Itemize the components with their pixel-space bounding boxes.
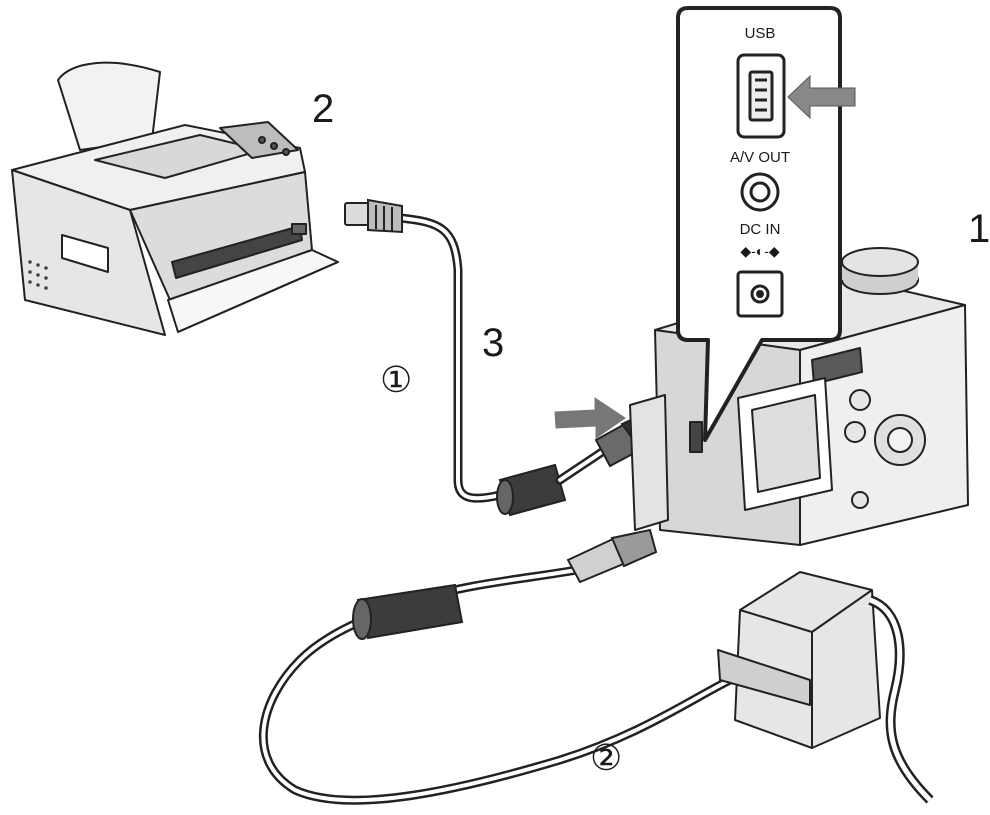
polarity-symbol: ◆-◐-◆ — [740, 243, 780, 259]
ac-adapter-cord — [258, 528, 934, 805]
marker-ac-adapter-cord: ② — [590, 737, 622, 778]
marker-usb-cable: ① — [380, 359, 412, 400]
ac-adapter — [717, 571, 934, 804]
step-label-camera: 1 — [968, 207, 990, 251]
step-label-usb-cable: 3 — [482, 321, 504, 365]
step-label-printer: 2 — [312, 87, 334, 131]
dc-in-port-icon — [736, 270, 784, 318]
usb-port-label: USB — [745, 25, 776, 42]
printer-illustration — [11, 61, 339, 336]
dc-in-port-label: DC IN — [740, 221, 781, 238]
av-out-port-icon — [740, 172, 780, 212]
insert-arrow-camera — [554, 397, 626, 439]
insert-arrow-usb — [787, 74, 856, 120]
usb-port-icon — [736, 53, 786, 139]
usb-type-a-plug — [344, 198, 403, 234]
dc-plug — [566, 528, 658, 584]
usb-ferrite-core — [496, 463, 567, 517]
port-callout: USB A/V OUT DC IN ◆-◐-◆ — [676, 6, 856, 442]
av-out-port-label: A/V OUT — [730, 149, 790, 166]
dc-ferrite-core — [352, 583, 464, 640]
